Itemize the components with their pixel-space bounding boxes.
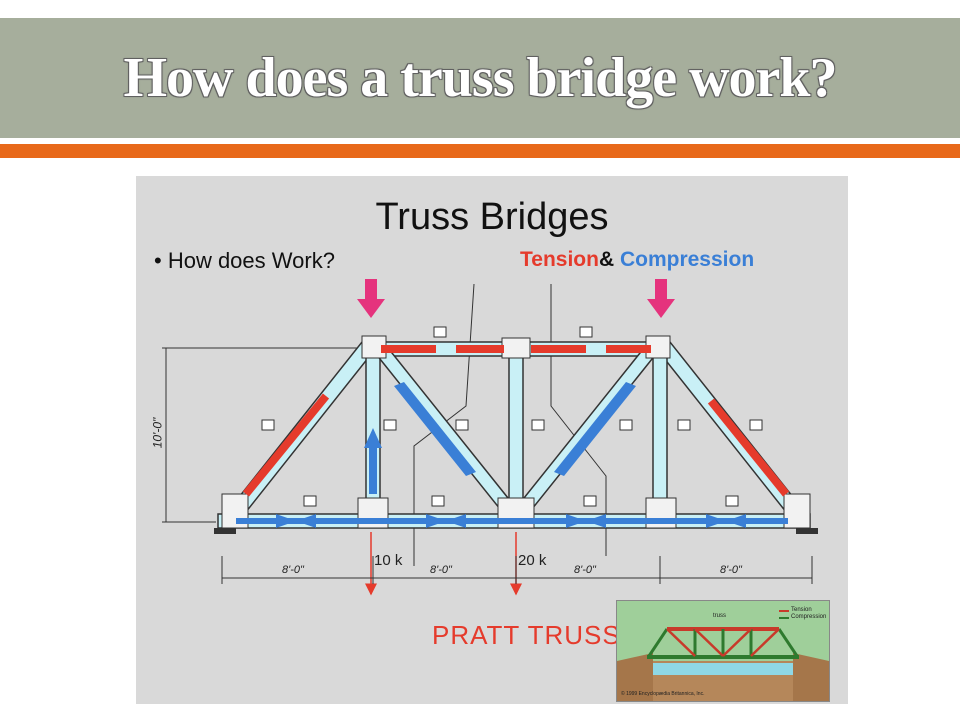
span-dimension — [221, 556, 813, 584]
title-bar: How does a truss bridge work? — [0, 18, 960, 138]
span-dimension-label-2: 8'-0" — [430, 564, 452, 576]
amp-label: & — [598, 248, 615, 271]
truss-diagram: Truss Bridges • How does Work? Tension& … — [136, 176, 848, 704]
force-legend: Tension& Compression — [520, 248, 754, 272]
inset-drawing — [617, 610, 829, 701]
load-label-center: 20 k — [518, 552, 547, 569]
slide-title: How does a truss bridge work? — [123, 47, 837, 109]
figure-title: Truss Bridges — [375, 196, 609, 238]
compression-arrows — [236, 382, 788, 528]
divider-line — [0, 138, 960, 142]
span-dimension-label-1: 8'-0" — [282, 564, 304, 576]
supports — [214, 528, 818, 534]
inset-legend-compression: Compression — [791, 614, 827, 620]
span-dimension-label-4: 8'-0" — [720, 564, 742, 576]
tension-arrows — [242, 345, 790, 497]
compression-label: Compression — [614, 248, 755, 271]
load-arrow-left — [357, 279, 385, 318]
member-labels — [261, 326, 763, 507]
truss-drawing — [162, 279, 818, 596]
inset-legend-tension: Tension — [791, 607, 812, 613]
truss-caption: PRATT TRUSS — [432, 620, 621, 650]
span-dimension-label-3: 8'-0" — [574, 564, 596, 576]
figure-bullet: • How does Work? — [154, 248, 335, 273]
load-label-left: 10 k — [374, 552, 403, 569]
height-dimension-label: 10'-0" — [150, 417, 165, 449]
height-dimension — [162, 347, 362, 523]
truss-inset-image: truss Tension Compression © 1999 Encyclo… — [616, 600, 830, 702]
bullet-text: How does Work? — [167, 248, 335, 273]
accent-bar — [0, 144, 960, 158]
tension-label: Tension — [520, 248, 599, 271]
inset-label: truss — [713, 613, 727, 619]
inset-credit: © 1999 Encyclopædia Britannica, Inc. — [621, 691, 705, 697]
load-arrow-right — [647, 279, 675, 318]
